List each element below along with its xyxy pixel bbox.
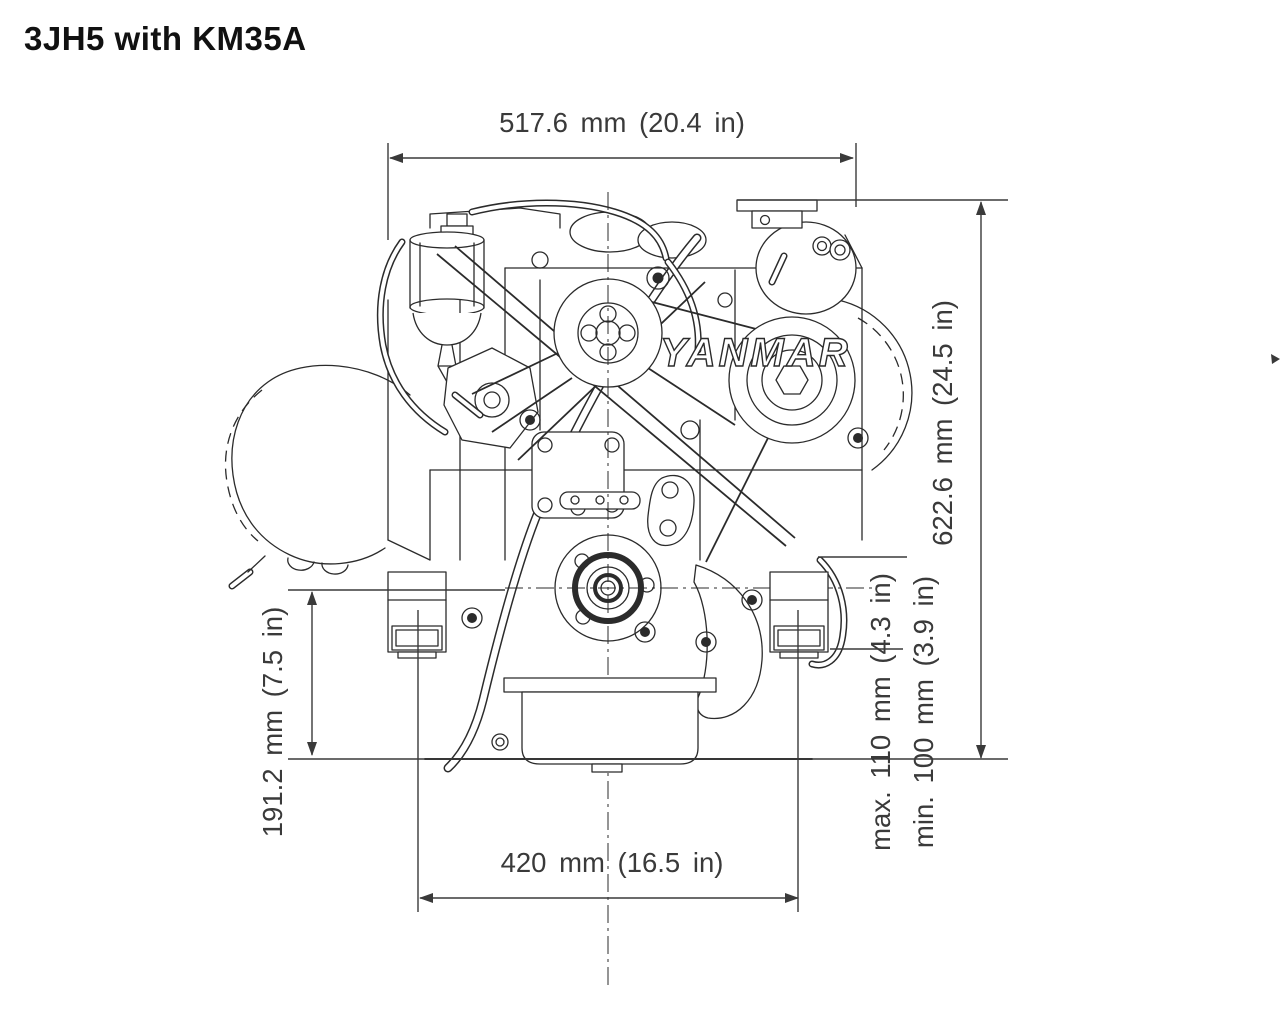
- dimension-lines: [288, 143, 1280, 912]
- dim-overall-width-label: 517.6 mm (20.4 in): [499, 107, 745, 138]
- engine-line-art: YANMAR: [224, 192, 913, 985]
- page-title: 3JH5 with KM35A: [24, 20, 307, 57]
- dim-overall-height-label: 622.6 mm (24.5 in): [927, 300, 958, 546]
- dim-crank-height-label: 191.2 mm (7.5 in): [257, 607, 288, 838]
- dim-mount-max-label: max. 110 mm (4.3 in): [865, 573, 896, 851]
- dim-mount-span-label: 420 mm (16.5 in): [501, 847, 724, 878]
- yanmar-logo-text: YANMAR: [660, 331, 851, 375]
- dim-mount-min-label: min. 100 mm (3.9 in): [908, 576, 939, 848]
